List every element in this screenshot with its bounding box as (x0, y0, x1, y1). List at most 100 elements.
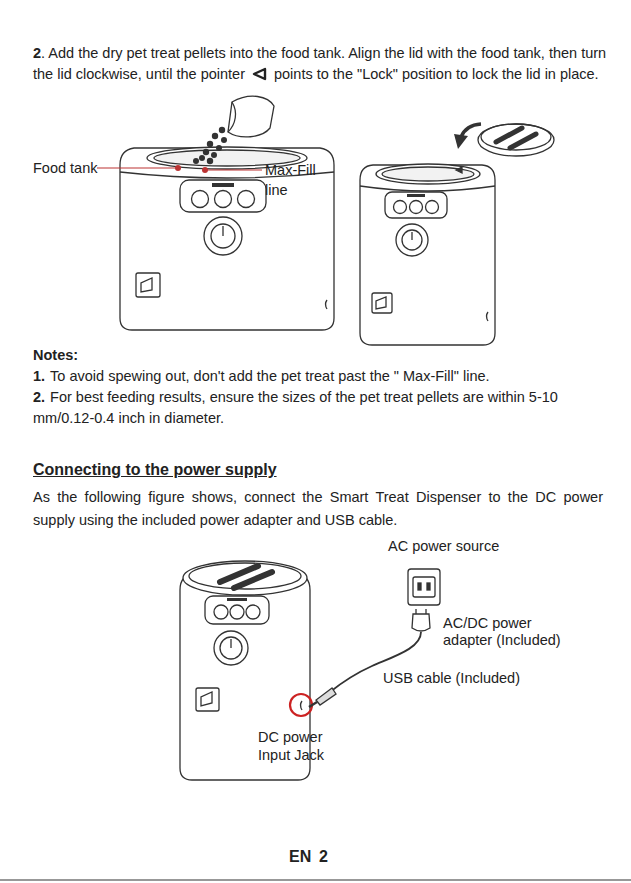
treat-door (196, 688, 219, 711)
wall-outlet (408, 569, 440, 605)
dispenser-open (360, 124, 554, 345)
text-run: 2 (33, 45, 41, 61)
pellet (216, 145, 222, 151)
pellet (207, 141, 213, 147)
lock-mark (456, 167, 462, 173)
treat-door (136, 273, 160, 297)
dispenser-body (120, 148, 334, 330)
rotate-arrow (454, 124, 481, 149)
leader-line (205, 169, 262, 170)
lid-slot (496, 128, 522, 142)
text-run: 2. (33, 389, 45, 405)
pellet (212, 133, 218, 139)
brand-mark (212, 183, 234, 187)
tank-opening (382, 167, 474, 181)
outlet-face (413, 577, 435, 597)
treat-bag (228, 96, 274, 137)
door-flap (141, 278, 152, 292)
leader-dot (175, 165, 181, 171)
power-adapter (412, 614, 430, 631)
door-flap (201, 692, 212, 706)
text-label: Max-Fill line (265, 160, 335, 200)
pellet (203, 149, 209, 155)
text-label: Notes: (33, 346, 78, 364)
knob (204, 217, 242, 255)
pellet (199, 155, 205, 161)
adapter-prongs (416, 609, 426, 614)
text-run: 1. (33, 368, 45, 384)
brand-mark (407, 194, 425, 197)
text-label: As the following figure shows, connect t… (33, 486, 603, 532)
knob-pointer (230, 639, 231, 648)
control-panel (205, 596, 269, 624)
text-label: Connecting to the power supply (33, 461, 277, 479)
text-run: points to the "Lock" position to lock th… (274, 66, 599, 82)
text-label: AC power source (388, 537, 499, 555)
dispenser-fill (120, 96, 334, 330)
knob-inner (211, 224, 235, 248)
outlet-slot (427, 583, 430, 590)
door-flap (376, 297, 386, 309)
button (246, 605, 260, 619)
text-run: For best feeding results, ensure the siz… (33, 389, 558, 426)
lid-top (481, 124, 551, 150)
lid (478, 124, 554, 156)
button (426, 201, 439, 214)
outlet-slot (418, 583, 421, 590)
paragraph: 2. Add the dry pet treat pellets into th… (33, 43, 608, 85)
pellet (207, 158, 213, 164)
arrow-head (454, 134, 468, 149)
lid (183, 561, 307, 595)
control-panel (385, 192, 447, 218)
pellet (219, 127, 225, 133)
control-panel (180, 180, 266, 212)
cable-plug (316, 688, 336, 705)
plug-tip (309, 702, 317, 707)
paragraph: 1. To avoid spewing out, don't add the pe… (33, 366, 605, 387)
arrow-shaft (461, 124, 481, 137)
power-jack (487, 312, 489, 321)
knob-inner (402, 230, 422, 250)
text-label: DC power Input Jack (258, 728, 338, 764)
power-parts (309, 569, 440, 707)
footer-rule (0, 879, 631, 880)
top-edge (360, 186, 495, 191)
button (394, 201, 407, 214)
text-label: 2 (319, 848, 328, 866)
highlight-circle (290, 694, 312, 716)
pellets (193, 127, 227, 164)
pellet (211, 152, 217, 158)
pellet (193, 158, 199, 164)
lid-slot (234, 572, 272, 588)
dispenser-body (360, 165, 495, 345)
brand-mark (227, 598, 247, 601)
leader-lines (97, 165, 262, 173)
pointer-triangle (254, 69, 265, 79)
knob-pointer (411, 232, 412, 240)
power-jack (301, 701, 303, 710)
knob-pointer (222, 226, 223, 236)
leader-line (97, 167, 178, 168)
pellet (221, 137, 227, 143)
power-jack (326, 300, 328, 309)
knob-inner (220, 637, 242, 659)
treat-door (372, 293, 392, 313)
leader-dot (202, 167, 208, 173)
text-label: AC/DC power adapter (Included) (443, 615, 573, 649)
button (214, 605, 228, 619)
knob (396, 224, 428, 256)
button (238, 191, 255, 208)
button (215, 191, 232, 208)
text-label: USB cable (Included) (383, 669, 520, 687)
bag-opening (228, 102, 235, 132)
knob (214, 631, 248, 665)
text-label: Food tank (33, 159, 98, 177)
button (192, 191, 209, 208)
lid-slot (510, 134, 536, 148)
button (230, 605, 244, 619)
tank-rim (376, 164, 480, 184)
text-run: To avoid spewing out, don't add the pet … (50, 368, 489, 384)
text-label: EN (289, 848, 311, 866)
pointer-symbol (251, 67, 269, 81)
